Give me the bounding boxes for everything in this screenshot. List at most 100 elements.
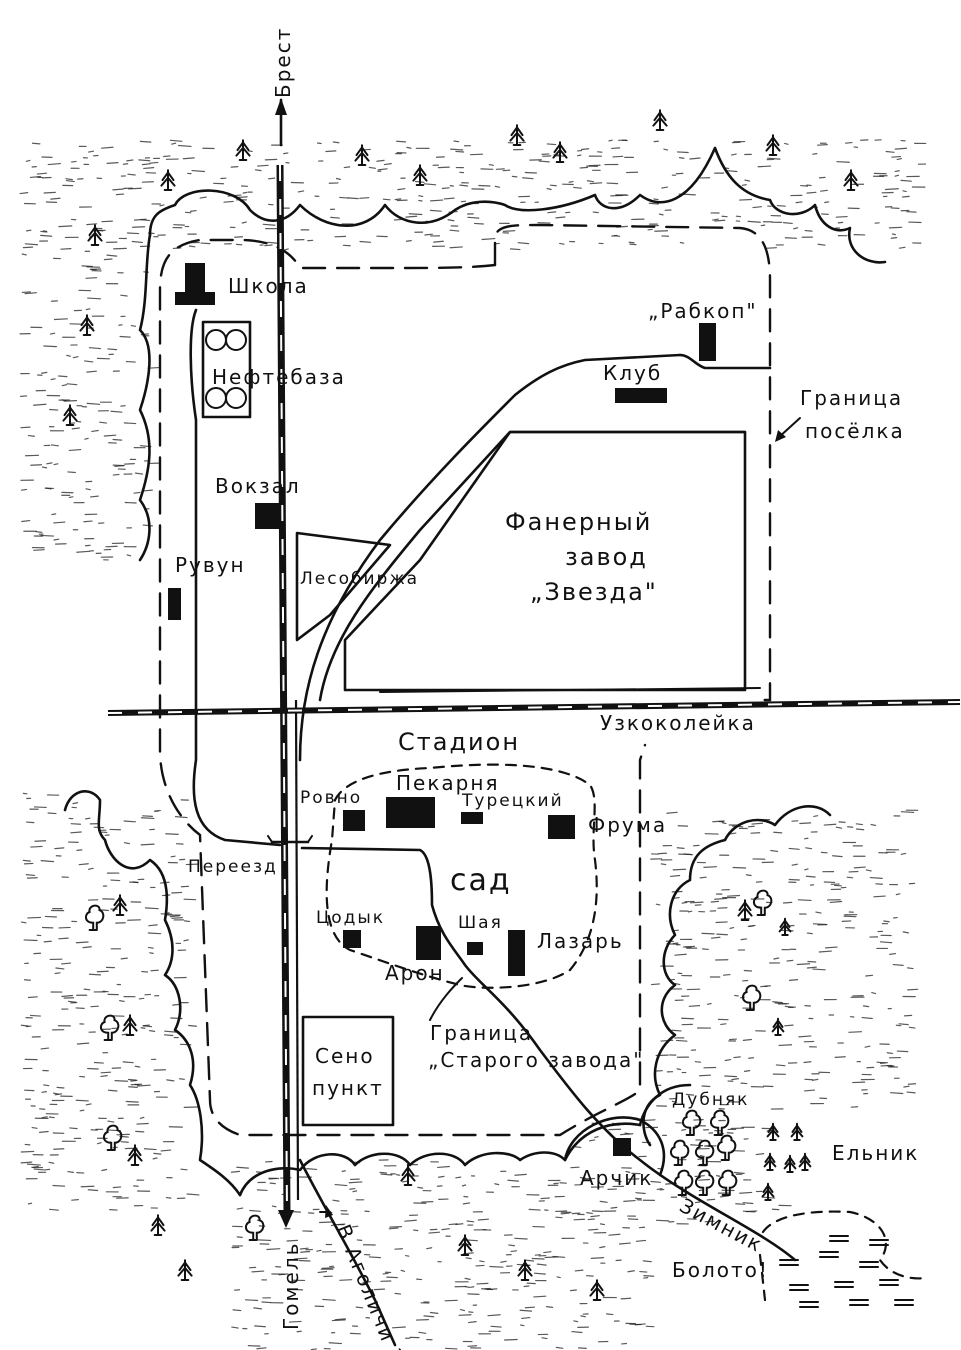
forest-hatch-stroke — [547, 211, 557, 214]
forest-hatch-stroke — [519, 1309, 533, 1312]
forest-hatch-stroke — [106, 254, 118, 257]
forest-hatch-stroke — [784, 142, 789, 145]
forest-hatch-stroke — [83, 988, 91, 991]
label-settlement-boundary-line2: посёлка — [805, 419, 905, 443]
forest-hatch-stroke — [20, 1024, 29, 1027]
forest-hatch-stroke — [782, 901, 793, 904]
forest-hatch-stroke — [710, 900, 720, 903]
forest-hatch-stroke — [382, 1272, 389, 1275]
forest-hatch-stroke — [296, 1330, 302, 1333]
forest-hatch-stroke — [395, 1174, 401, 1176]
spruce-tree-icon — [112, 894, 128, 916]
forest-hatch-stroke — [722, 973, 731, 976]
forest-hatch-stroke — [824, 946, 838, 949]
forest-hatch-stroke — [747, 220, 761, 223]
forest-hatch-stroke — [673, 896, 680, 899]
north-arrow-icon — [275, 98, 287, 147]
forest-hatch-stroke — [82, 946, 92, 949]
forest-hatch-stroke — [267, 241, 278, 244]
forest-hatch-stroke — [134, 1065, 141, 1068]
forest-hatch-stroke — [900, 179, 912, 182]
forest-hatch-stroke — [835, 215, 848, 218]
forest-hatch-stroke — [101, 220, 113, 223]
forest-hatch-stroke — [24, 243, 39, 246]
forest-hatch-stroke — [748, 1057, 755, 1059]
forest-hatch-stroke — [20, 1150, 35, 1153]
forest-hatch-stroke — [40, 1047, 50, 1050]
forest-hatch-stroke — [701, 1085, 711, 1088]
forest-hatch-stroke — [739, 1191, 753, 1194]
forest-hatch-stroke — [288, 1320, 302, 1323]
spruce-tree-icon — [552, 141, 568, 163]
forest-hatch-stroke — [67, 471, 76, 474]
forest-hatch-stroke — [352, 1190, 358, 1193]
forest-hatch-stroke — [132, 881, 139, 884]
forest-hatch-stroke — [331, 1319, 346, 1322]
forest-hatch-stroke — [896, 1050, 909, 1053]
forest-hatch-stroke — [755, 1153, 765, 1156]
forest-hatch-stroke — [461, 1184, 467, 1187]
forest-hatch-stroke — [560, 1212, 570, 1215]
forest-hatch-stroke — [72, 802, 79, 805]
forest-hatch-stroke — [90, 495, 99, 498]
club-building — [615, 388, 667, 403]
forest-hatch-stroke — [406, 146, 412, 149]
forest-hatch-stroke — [871, 991, 877, 995]
forest-hatch-stroke — [799, 822, 812, 825]
forest-hatch-stroke — [254, 1325, 266, 1328]
forest-hatch-stroke — [122, 1061, 134, 1064]
forest-hatch-stroke — [580, 1315, 587, 1318]
forest-hatch-stroke — [147, 932, 162, 935]
forest-hatch-stroke — [183, 898, 197, 901]
forest-hatch-stroke — [508, 1244, 516, 1247]
forest-hatch-stroke — [237, 196, 248, 199]
forest-hatch-stroke — [724, 1058, 732, 1062]
forest-hatch-stroke — [27, 1202, 33, 1205]
deciduous-tree-icon — [99, 1014, 120, 1041]
forest-hatch-stroke — [788, 979, 799, 981]
forest-hatch-stroke — [678, 157, 685, 159]
forest-hatch-stroke — [525, 1259, 535, 1262]
forest-hatch-stroke — [676, 151, 689, 154]
forest-hatch-stroke — [676, 1068, 682, 1071]
forest-hatch-stroke — [256, 1189, 268, 1192]
forest-hatch-stroke — [27, 434, 35, 437]
forest-hatch-stroke — [458, 1314, 472, 1316]
forest-hatch-stroke — [144, 907, 159, 910]
forest-hatch-stroke — [793, 227, 799, 230]
forest-hatch-stroke — [674, 953, 687, 956]
forest-hatch-stroke — [149, 952, 154, 954]
forest-edge-southwest — [63, 790, 242, 1197]
forest-hatch-stroke — [671, 1029, 682, 1032]
forest-hatch-stroke — [33, 1168, 45, 1171]
forest-hatch-stroke — [465, 1257, 472, 1260]
label-ruvun: Рувун — [175, 553, 246, 577]
label-winter-road: Зимник — [676, 1193, 768, 1257]
forest-hatch-stroke — [125, 1100, 139, 1103]
forest-hatch-stroke — [579, 1176, 586, 1179]
forest-hatch-stroke — [112, 473, 120, 476]
forest-hatch-stroke — [169, 139, 183, 142]
forest-hatch-stroke — [540, 1197, 550, 1200]
forest-hatch-stroke — [136, 1122, 149, 1125]
forest-hatch-stroke — [134, 472, 144, 475]
forest-hatch-stroke — [589, 182, 603, 185]
forest-hatch-stroke — [579, 166, 589, 169]
forest-hatch-stroke — [32, 1165, 39, 1168]
forest-hatch-stroke — [449, 148, 464, 151]
forest-hatch-stroke — [672, 942, 679, 945]
forest-hatch-stroke — [88, 347, 102, 350]
forest-hatch-stroke — [58, 225, 73, 228]
label-spruce-grove: Ельник — [832, 1141, 919, 1165]
forest-hatch-stroke — [543, 1251, 552, 1254]
forest-hatch-stroke — [879, 941, 893, 944]
forest-hatch-stroke — [907, 988, 919, 991]
forest-hatch-stroke — [388, 1227, 399, 1230]
forest-hatch-stroke — [44, 915, 58, 918]
forest-hatch-stroke — [404, 1219, 417, 1222]
forest-hatch-stroke — [805, 847, 813, 850]
forest-hatch-stroke — [256, 1347, 267, 1350]
main-road — [276, 164, 300, 1216]
forest-hatch-stroke — [902, 931, 909, 934]
forest-hatch-stroke — [514, 1237, 528, 1240]
